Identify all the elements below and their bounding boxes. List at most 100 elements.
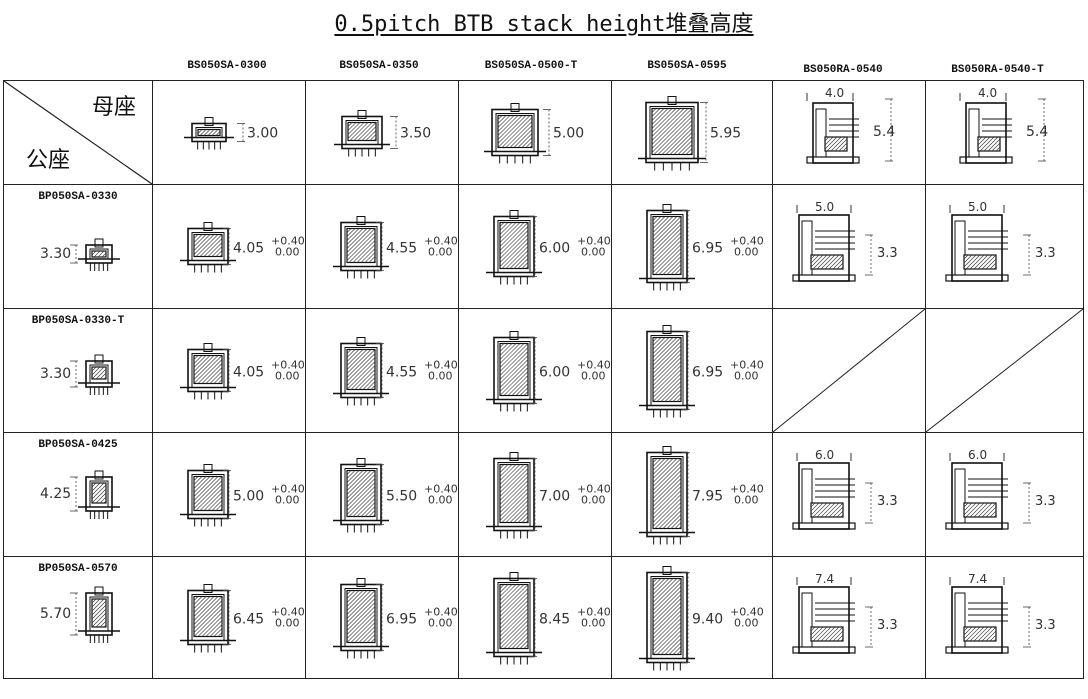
stack-height-label: 6.95: [386, 612, 417, 628]
width-label: 5.0: [815, 200, 834, 214]
stack-height-label: 6.95: [692, 241, 723, 257]
tolerance-plus: +0.40: [271, 606, 305, 619]
row-header: BP050SA-0330-T: [31, 315, 125, 327]
width-label: 6.0: [968, 448, 987, 462]
column-header: BS050SA-0350: [339, 60, 419, 72]
connector-drawing: [180, 464, 236, 527]
right-angle-connector-drawing: [806, 102, 860, 164]
column-header: BS050RA-0540: [803, 64, 883, 76]
height-label: 5.00: [553, 126, 584, 142]
stack-height-label: 6.95: [692, 365, 723, 381]
stack-height-label: 5.50: [386, 489, 417, 505]
tolerance-minus: 0.00: [734, 370, 759, 383]
width-label: 7.4: [815, 572, 834, 586]
right-angle-connector-drawing: [945, 462, 1009, 530]
height-label: 3.3: [877, 246, 898, 261]
tolerance-minus: 0.00: [581, 246, 606, 259]
tolerance-plus: +0.40: [424, 483, 458, 496]
tolerance-minus: 0.00: [581, 370, 606, 383]
connector-drawing: [486, 572, 542, 665]
height-label: 5.4: [873, 124, 895, 140]
right-angle-connector-drawing: [792, 462, 856, 530]
connector-drawing: [78, 586, 120, 643]
connector-drawing: [333, 216, 389, 279]
connector-drawing: [638, 96, 706, 171]
connector-drawing: [333, 458, 389, 533]
tolerance-minus: 0.00: [581, 617, 606, 630]
tolerance-plus: +0.40: [271, 235, 305, 248]
stack-height-label: 7.00: [539, 489, 570, 505]
height-label: 3.3: [1035, 494, 1056, 509]
height-label: 5.4: [1026, 124, 1048, 140]
width-label: 4.0: [978, 86, 997, 100]
male-header: 公座: [26, 148, 71, 173]
width-label: 5.0: [968, 200, 987, 214]
tolerance-plus: +0.40: [730, 483, 764, 496]
tolerance-minus: 0.00: [428, 617, 453, 630]
connector-drawing: [484, 103, 546, 164]
tolerance-minus: 0.00: [581, 494, 606, 507]
stack-height-label: 6.00: [539, 365, 570, 381]
height-label: 5.95: [710, 126, 741, 142]
tolerance-minus: 0.00: [428, 246, 453, 259]
tolerance-plus: +0.40: [577, 483, 611, 496]
tolerance-plus: +0.40: [730, 606, 764, 619]
connector-drawing: [486, 210, 542, 285]
connector-drawing: [78, 238, 120, 271]
tolerance-plus: +0.40: [730, 359, 764, 372]
stack-height-label: 6.45: [233, 612, 264, 628]
tolerance-minus: 0.00: [734, 246, 759, 259]
tolerance-minus: 0.00: [428, 370, 453, 383]
width-label: 6.0: [815, 448, 834, 462]
height-label: 3.50: [400, 126, 431, 142]
row-header: BP050SA-0425: [38, 439, 118, 451]
connector-drawing: [486, 331, 542, 412]
connector-drawing: [180, 222, 236, 273]
stack-cell: 7.4 3.3: [772, 556, 926, 679]
height-label: 3.00: [247, 126, 278, 142]
tolerance-plus: +0.40: [577, 359, 611, 372]
width-label: 7.4: [968, 572, 987, 586]
tolerance-minus: 0.00: [275, 370, 300, 383]
tolerance-minus: 0.00: [734, 617, 759, 630]
tolerance-minus: 0.00: [275, 494, 300, 507]
column-header: BS050RA-0540-T: [951, 64, 1044, 76]
connector-drawing: [180, 343, 236, 400]
connector-drawing: [184, 117, 234, 150]
female-connector-cell: 4.0 5.4: [925, 80, 1084, 185]
tolerance-plus: +0.40: [271, 359, 305, 372]
na-diagonal: [773, 309, 925, 432]
tolerance-minus: 0.00: [428, 494, 453, 507]
connector-drawing: [639, 446, 695, 545]
male-height-label: 5.70: [40, 606, 72, 622]
right-angle-connector-drawing: [792, 586, 856, 654]
not-applicable-cell: [772, 308, 926, 433]
stack-height-label: 6.00: [539, 241, 570, 257]
column-header: BS050SA-0595: [647, 60, 727, 72]
page-title: 0.5pitch BTB stack height堆叠高度: [334, 12, 754, 37]
column-header: BS050SA-0300: [187, 60, 267, 72]
height-label: 3.3: [877, 618, 898, 633]
connector-drawing: [639, 566, 695, 671]
